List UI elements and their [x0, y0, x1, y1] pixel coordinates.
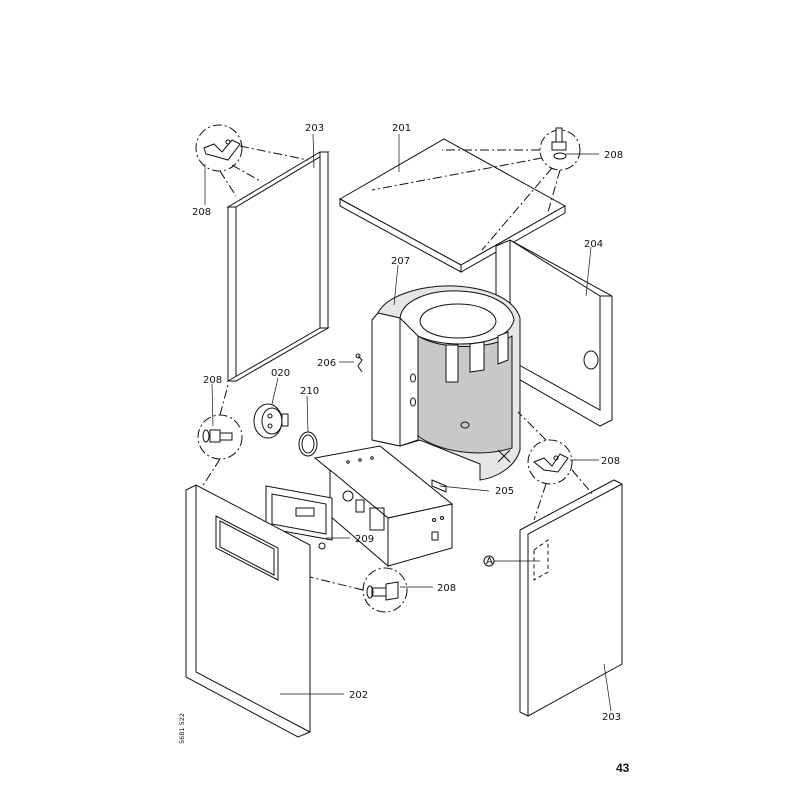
detail-marker-a: A — [483, 555, 495, 567]
side-panel-203-upper — [226, 151, 330, 382]
connection-lines — [201, 145, 595, 591]
callout-208-mid-right: 208 — [601, 456, 620, 467]
callout-208-bottom: 208 — [437, 583, 456, 594]
thermometer-gauge-020 — [253, 403, 289, 439]
callout-209: 209 — [355, 534, 374, 545]
callout-208-top-right: 208 — [604, 150, 623, 161]
callout-020: 020 — [271, 368, 290, 379]
bolt-208-bottom — [366, 581, 399, 601]
callout-205: 205 — [495, 486, 514, 497]
retaining-ring-210 — [298, 431, 318, 457]
boiler-insulation-207 — [371, 285, 521, 481]
rear-panel-204 — [495, 239, 613, 427]
callout-203-bottom: 203 — [602, 712, 621, 723]
callout-208-mid-left: 208 — [203, 375, 222, 386]
callout-labels: 201 203 208 208 204 207 206 020 208 210 … — [192, 123, 623, 723]
page-number: 43 — [616, 761, 630, 775]
drawing-code: 5681 522 — [178, 713, 186, 744]
detail-marker-label: A — [486, 556, 493, 567]
callout-206: 206 — [317, 358, 336, 369]
sensor-206 — [355, 353, 363, 373]
top-cover-201 — [338, 138, 567, 273]
bolt-208-top-right — [551, 127, 567, 160]
side-panel-203-lower — [519, 479, 623, 717]
callout-204: 204 — [584, 239, 603, 250]
bolt-208-mid-left — [202, 429, 233, 443]
callout-207: 207 — [391, 256, 410, 267]
callout-208-top-left: 208 — [192, 207, 211, 218]
display-module-209 — [265, 485, 333, 550]
callout-210: 210 — [300, 386, 319, 397]
front-panel-202 — [185, 484, 311, 738]
control-unit-205 — [313, 445, 454, 568]
bracket-208-top-left — [203, 139, 241, 161]
leader-lines — [204, 133, 612, 712]
bracket-208-mid-right — [533, 453, 569, 473]
callout-203-top: 203 — [305, 123, 324, 134]
callout-201: 201 — [392, 123, 411, 134]
callout-202: 202 — [349, 690, 368, 701]
